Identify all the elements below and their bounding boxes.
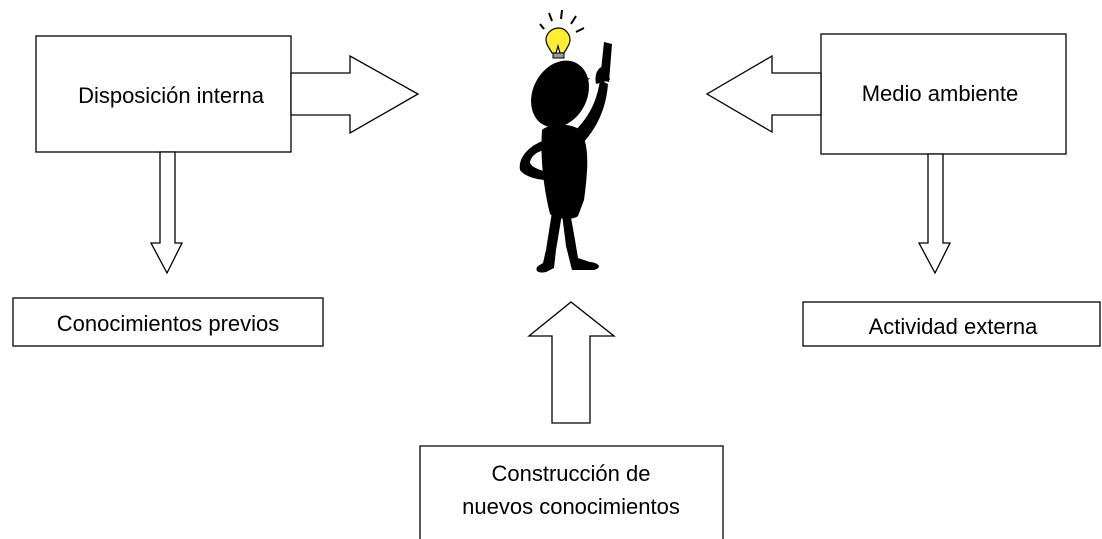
down-arrow-left [149,151,184,275]
prior-knowledge-label: Conocimientos previos [57,311,280,336]
internal-disposition-label: Disposición interna [78,83,265,108]
left-arrow [705,54,822,134]
prior-knowledge-box [12,297,324,347]
environment-label: Medio ambiente [862,81,1019,106]
construction-label-line2: nuevos conocimientos [462,494,680,519]
construction-label-line1: Construcción de [492,461,651,486]
construction-box [419,445,724,539]
lightbulb-icon [539,9,585,59]
internal-disposition-group: Disposición interna [35,35,420,275]
thinking-person-icon [519,42,612,273]
internal-disposition-box [35,35,292,153]
external-activity-label: Actividad externa [869,314,1039,339]
down-arrow-right [917,153,952,275]
external-activity-box [802,301,1101,347]
right-arrow [290,54,420,135]
environment-group: Medio ambiente [705,33,1067,275]
environment-box [820,33,1067,155]
up-arrow [527,301,616,424]
